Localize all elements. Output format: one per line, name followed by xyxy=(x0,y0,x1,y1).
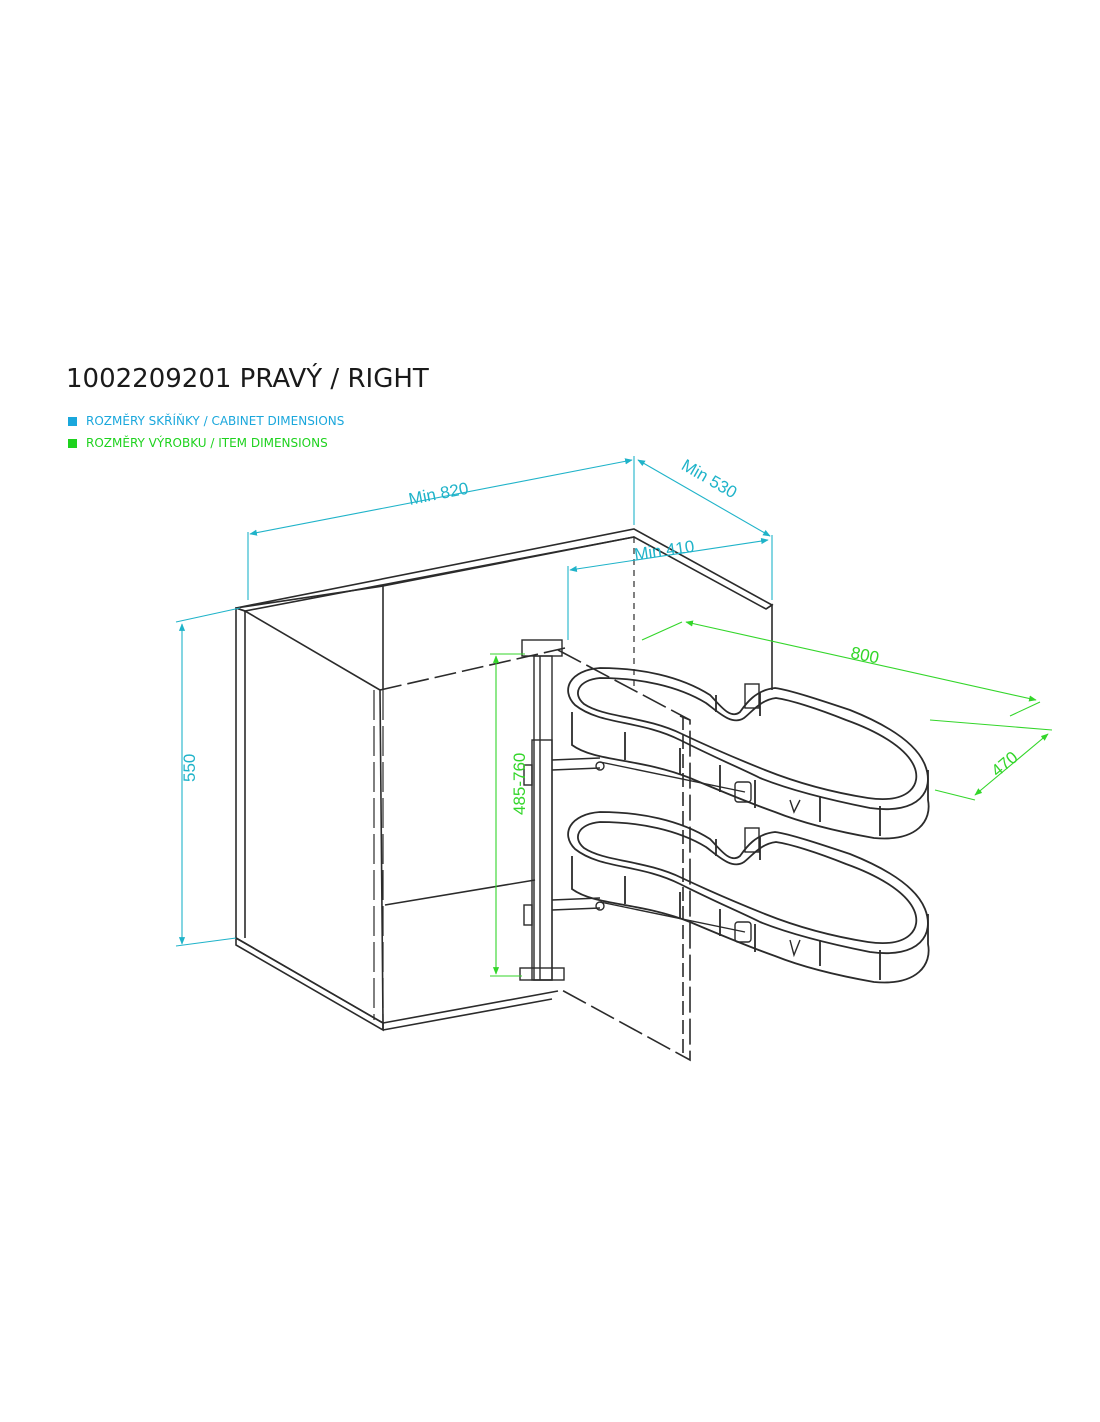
cabinet-dimension-lines xyxy=(175,456,773,947)
basket-arms xyxy=(551,683,801,958)
item-470-label: 470 xyxy=(988,748,1022,781)
legend-item-dimensions: ROZMĚRY VÝROBKU / ITEM DIMENSIONS xyxy=(68,436,328,450)
legend-cabinet-dimensions: ROZMĚRY SKŘÍŇKY / CABINET DIMENSIONS xyxy=(68,414,344,428)
item-dimension-lines xyxy=(490,620,1053,977)
item-800-label: 800 xyxy=(849,643,881,667)
item-800-dimension-line xyxy=(685,620,1037,702)
item-470-dimension-line xyxy=(974,733,1049,796)
min-820-dimension-line xyxy=(249,458,633,536)
min-820-label: Min 820 xyxy=(407,479,470,509)
upper-basket xyxy=(567,667,930,840)
cabinet-door-panel xyxy=(557,649,691,1062)
cabinet-left-panel xyxy=(235,606,384,1025)
cabinet-right-back-panel xyxy=(765,603,773,690)
height-550-label: 550 xyxy=(180,754,199,782)
min-410-dimension-line xyxy=(569,537,769,573)
support-column xyxy=(519,639,565,981)
min-530-label: Min 530 xyxy=(678,456,740,503)
legend-cabinet-label: ROZMĚRY SKŘÍŇKY / CABINET DIMENSIONS xyxy=(86,414,345,428)
legend-item-label: ROZMĚRY VÝROBKU / ITEM DIMENSIONS xyxy=(86,436,328,450)
item-height-range-label: 485-760 xyxy=(510,753,529,815)
cabinet-bottom-panel xyxy=(235,936,384,1032)
legend-item-swatch xyxy=(68,438,77,448)
cabinet xyxy=(235,528,774,1062)
drawing-title: 1002209201 PRAVÝ / RIGHT xyxy=(66,364,429,394)
min-530-dimension-line xyxy=(637,459,771,537)
lower-basket xyxy=(567,811,930,984)
legend-cabinet-swatch xyxy=(68,416,77,426)
